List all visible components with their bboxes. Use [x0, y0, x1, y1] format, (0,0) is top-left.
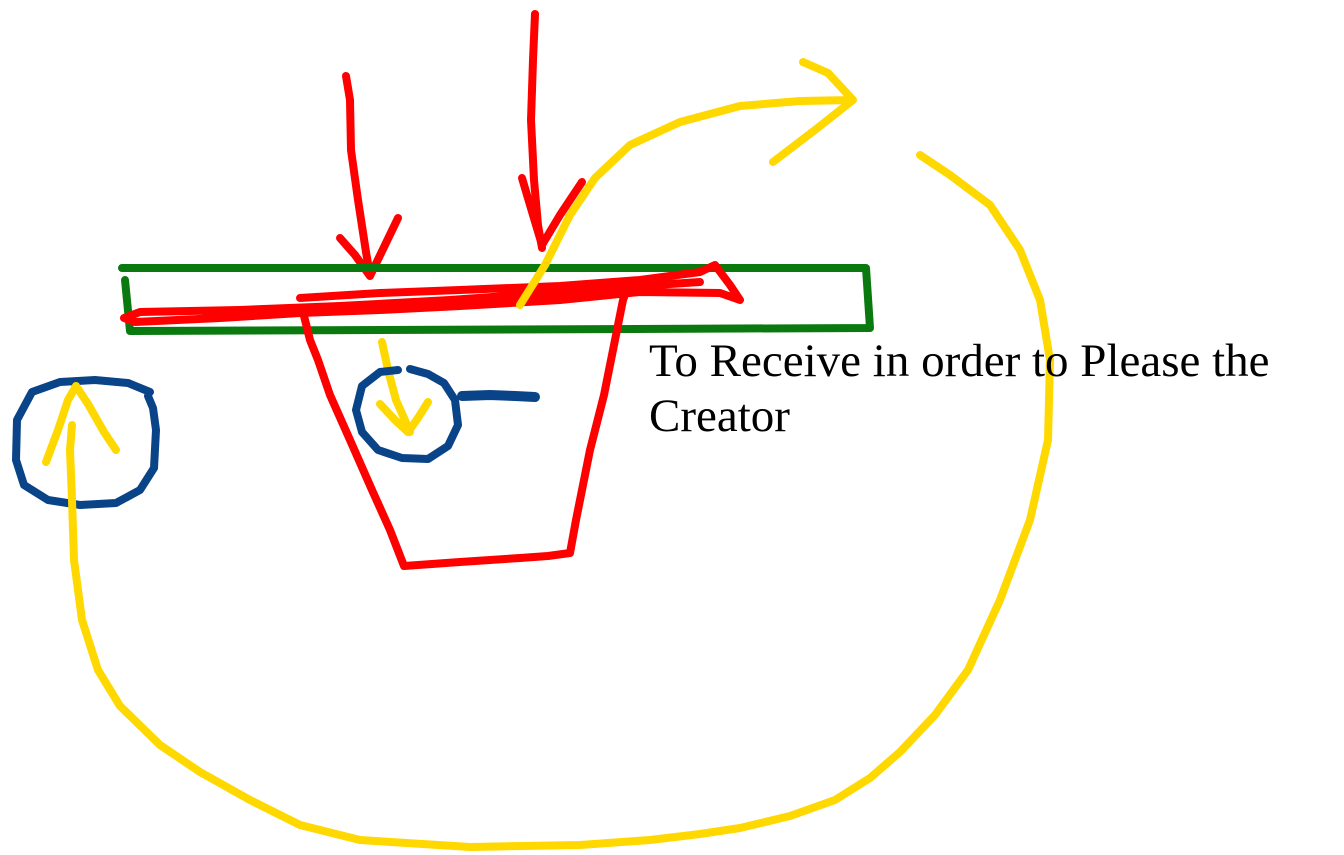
receive-marker-circle — [356, 369, 458, 459]
cycle-loop-arrow — [70, 62, 1050, 847]
left-down-arrow-icon — [340, 76, 398, 276]
blue-dash — [462, 395, 535, 397]
caption-text: To Receive in order to Please the Creato… — [649, 334, 1344, 444]
left-up-arrow-icon — [46, 386, 116, 462]
small-down-arrow-icon — [380, 342, 428, 432]
red-scribble-line — [124, 265, 740, 322]
